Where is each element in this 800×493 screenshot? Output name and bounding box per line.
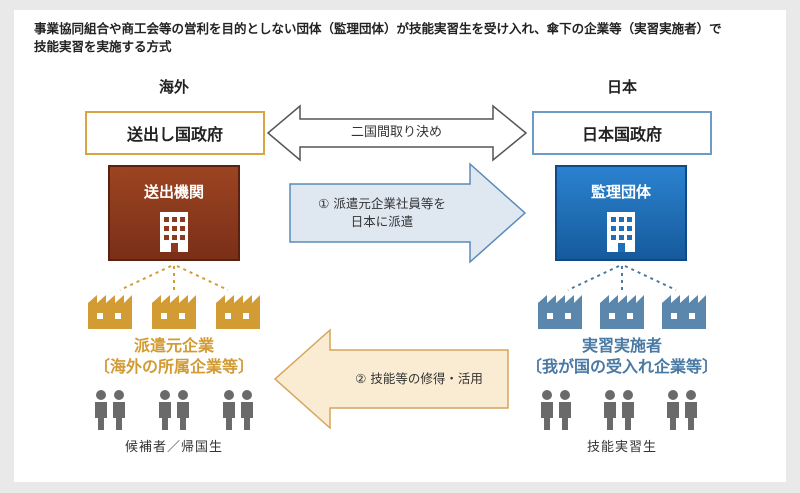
intro-text: 事業協同組合や商工会等の営利を目的としない団体（監理団体）が技能実習生を受け入れ… <box>34 20 764 56</box>
dispatch-arrow <box>289 162 527 264</box>
bilateral-arrow <box>266 104 528 162</box>
intro-line-1: 事業協同組合や商工会等の営利を目的としない団体（監理団体）が技能実習生を受け入れ… <box>34 21 722 36</box>
factory-icon <box>152 295 196 329</box>
japan-government-label: 日本国政府 <box>581 125 662 144</box>
bilateral-agreement-label: 二国間取り決め <box>350 125 442 140</box>
factory-icon <box>538 295 582 329</box>
left-factory-icons <box>88 295 260 329</box>
right-people-icons <box>541 390 697 430</box>
building-icon <box>160 212 188 252</box>
supervising-organization-label: 監理団体 <box>590 183 651 201</box>
dispatch-flow-line-2: 日本に派遣 <box>350 214 414 229</box>
factory-icon <box>600 295 644 329</box>
dispatch-flow-line-1: ① 派遣元企業社員等を <box>318 196 446 211</box>
person-pair-icon <box>541 390 571 430</box>
trainees-label: 技能実習生 <box>586 440 657 455</box>
dispatching-company-line-2: 〔海外の所属企業等〕 <box>93 357 254 376</box>
skills-flow-label: ② 技能等の修得・活用 <box>355 371 483 386</box>
dispatch-flow-label: ① 派遣元企業社員等を 日本に派遣 <box>292 195 472 231</box>
supervising-organization-box: 監理団体 <box>555 165 687 261</box>
factory-icon <box>88 295 132 329</box>
left-dotted-connectors <box>119 265 229 291</box>
implementing-company-line-2: 〔我が国の受入れ企業等〕 <box>525 357 718 376</box>
right-dotted-connectors <box>567 265 677 291</box>
sending-government-box: 送出し国政府 <box>85 111 265 155</box>
column-header-overseas: 海外 <box>158 78 189 96</box>
implementing-company-line-1: 実習実施者 <box>581 336 662 355</box>
person-pair-icon <box>604 390 634 430</box>
column-header-japan: 日本 <box>606 78 637 96</box>
person-pair-icon <box>95 390 125 430</box>
japan-government-box: 日本国政府 <box>532 111 712 155</box>
person-pair-icon <box>159 390 189 430</box>
candidates-label: 候補者／帰国生 <box>124 440 223 455</box>
factory-icon <box>662 295 706 329</box>
sending-organization-label: 送出機関 <box>143 183 204 201</box>
left-people-icons <box>95 390 253 430</box>
dispatching-company-line-1: 派遣元企業 <box>133 336 214 355</box>
factory-icon <box>216 295 260 329</box>
dispatching-company-label: 派遣元企業 〔海外の所属企業等〕 <box>64 335 284 377</box>
sending-government-label: 送出し国政府 <box>126 125 223 144</box>
building-icon <box>607 212 635 252</box>
person-pair-icon <box>223 390 253 430</box>
intro-line-2: 技能実習を実施する方式 <box>34 39 172 54</box>
return-arrow <box>273 328 509 430</box>
person-pair-icon <box>667 390 697 430</box>
implementing-company-label: 実習実施者 〔我が国の受入れ企業等〕 <box>512 335 732 377</box>
right-factory-icons <box>538 295 706 329</box>
sending-organization-box: 送出機関 <box>108 165 240 261</box>
